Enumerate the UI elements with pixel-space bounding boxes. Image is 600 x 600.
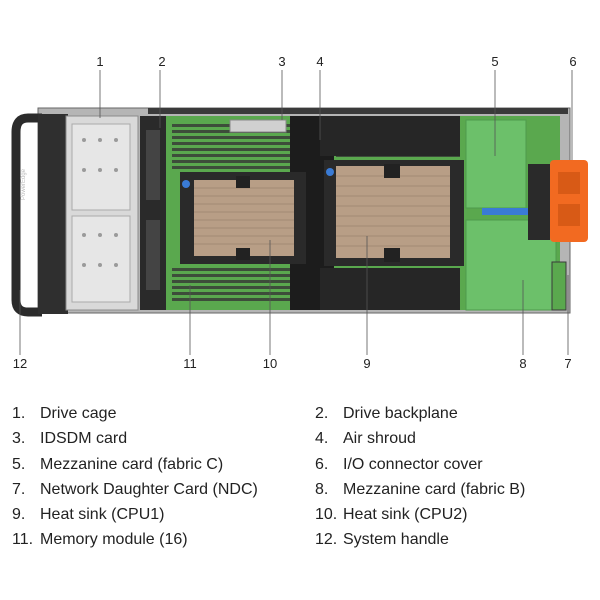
mezzanine-card-fabric-c (465, 119, 527, 209)
system-handle (11, 113, 42, 317)
chassis-top-rail (148, 108, 568, 114)
callout-5: 5 (491, 54, 498, 69)
legend-item-1: 1.Drive cage (12, 405, 117, 422)
legend-item-10: 10.Heat sink (CPU2) (315, 506, 468, 523)
callout-12: 12 (13, 356, 27, 371)
idsdm-card (229, 119, 287, 133)
mezzanine-latch (482, 208, 554, 215)
callout-10: 10 (263, 356, 277, 371)
server-blade-diagram: PowerEdge (11, 54, 588, 371)
callout-4: 4 (316, 54, 323, 69)
legend-item-7: 7.Network Daughter Card (NDC) (12, 481, 258, 498)
callout-1: 1 (96, 54, 103, 69)
legend-item-6: 6.I/O connector cover (315, 456, 483, 473)
legend-item-12: 12.System handle (315, 531, 449, 548)
legend-item-5: 5.Mezzanine card (fabric C) (12, 456, 224, 473)
callout-9: 9 (363, 356, 370, 371)
callout-7: 7 (564, 356, 571, 371)
callout-11: 11 (183, 356, 197, 371)
heat-sink-cpu2 (180, 172, 306, 264)
heat-sink-cpu1 (324, 160, 464, 266)
legend-item-4: 4.Air shroud (315, 430, 416, 447)
network-daughter-card (551, 261, 567, 311)
svg-text:PowerEdge: PowerEdge (21, 168, 27, 200)
io-connector-cover (528, 160, 588, 242)
legend-item-2: 2.Drive backplane (315, 405, 458, 422)
callout-8: 8 (519, 356, 526, 371)
callout-3: 3 (278, 54, 285, 69)
handle-front-panel (38, 114, 68, 314)
callout-6: 6 (569, 54, 576, 69)
legend-item-11: 11.Memory module (16) (12, 531, 188, 548)
callout-2: 2 (158, 54, 165, 69)
legend-item-8: 8.Mezzanine card (fabric B) (315, 481, 526, 498)
legend-item-9: 9.Heat sink (CPU1) (12, 506, 165, 523)
legend-item-3: 3.IDSDM card (12, 430, 128, 447)
